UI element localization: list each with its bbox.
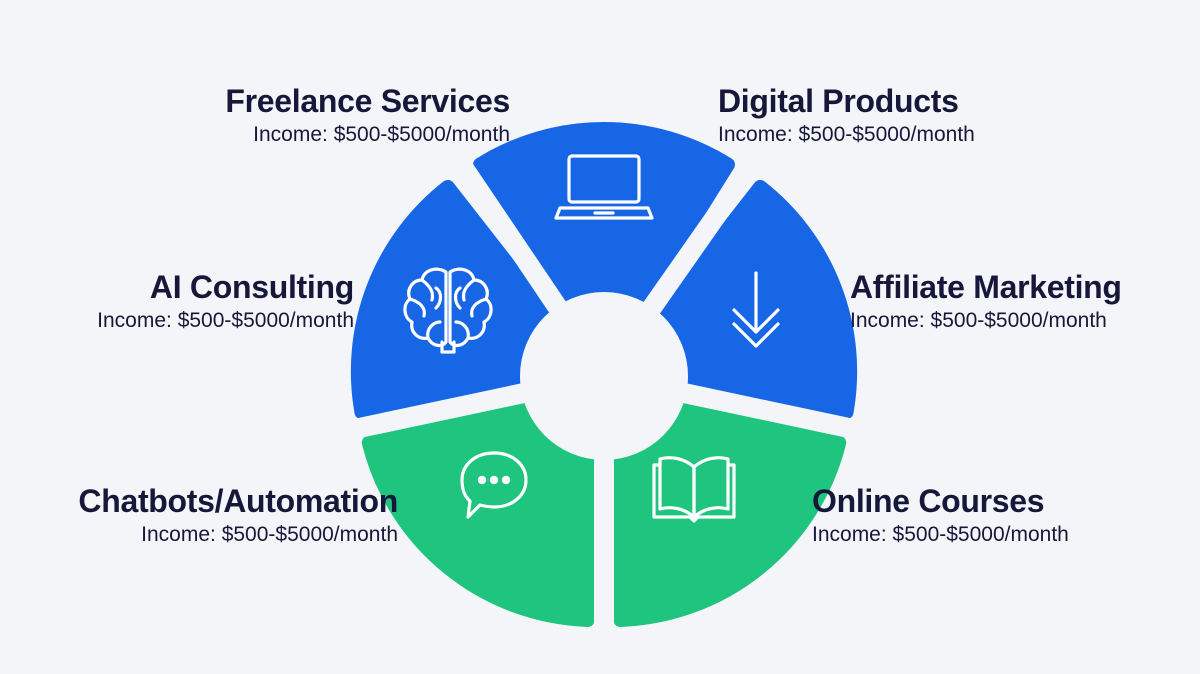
segment-title: AI Consulting: [149, 269, 354, 305]
segment-label-freelance: Freelance Services Income: $500-$5000/mo…: [225, 82, 510, 149]
segment-label-digital: Digital Products Income: $500-$5000/mont…: [718, 82, 975, 149]
segment-label-courses: Online Courses Income: $500-$5000/month: [812, 482, 1069, 549]
segment-lower-left: [361, 379, 603, 627]
segment-income: Income: $500-$5000/month: [718, 123, 975, 146]
segment-label-ai: AI Consulting Income: $500-$5000/month: [97, 268, 354, 335]
segment-title: Freelance Services: [225, 83, 510, 119]
segment-income: Income: $500-$5000/month: [812, 523, 1069, 546]
wheel-center-hole: [520, 292, 688, 460]
segment-title: Online Courses: [812, 483, 1045, 519]
segment-title: Affiliate Marketing: [850, 269, 1122, 305]
segment-income: Income: $500-$5000/month: [253, 123, 510, 146]
segment-income: Income: $500-$5000/month: [97, 309, 354, 332]
laptop-icon: [554, 154, 654, 220]
segment-income: Income: $500-$5000/month: [141, 523, 398, 546]
open-book-icon: [652, 456, 736, 523]
brain-icon: [403, 267, 493, 354]
download-arrow-icon: [732, 271, 780, 348]
segment-top: [472, 122, 736, 370]
segment-label-affiliate: Affiliate Marketing Income: $500-$5000/m…: [850, 268, 1122, 335]
segment-income: Income: $500-$5000/month: [850, 309, 1107, 332]
chat-bubble-icon: [460, 451, 528, 519]
segment-label-chatbots: Chatbots/Automation Income: $500-$5000/m…: [78, 482, 398, 549]
segment-title: Chatbots/Automation: [78, 483, 398, 519]
segment-title: Digital Products: [718, 83, 959, 119]
segment-lower-right: [605, 379, 847, 627]
